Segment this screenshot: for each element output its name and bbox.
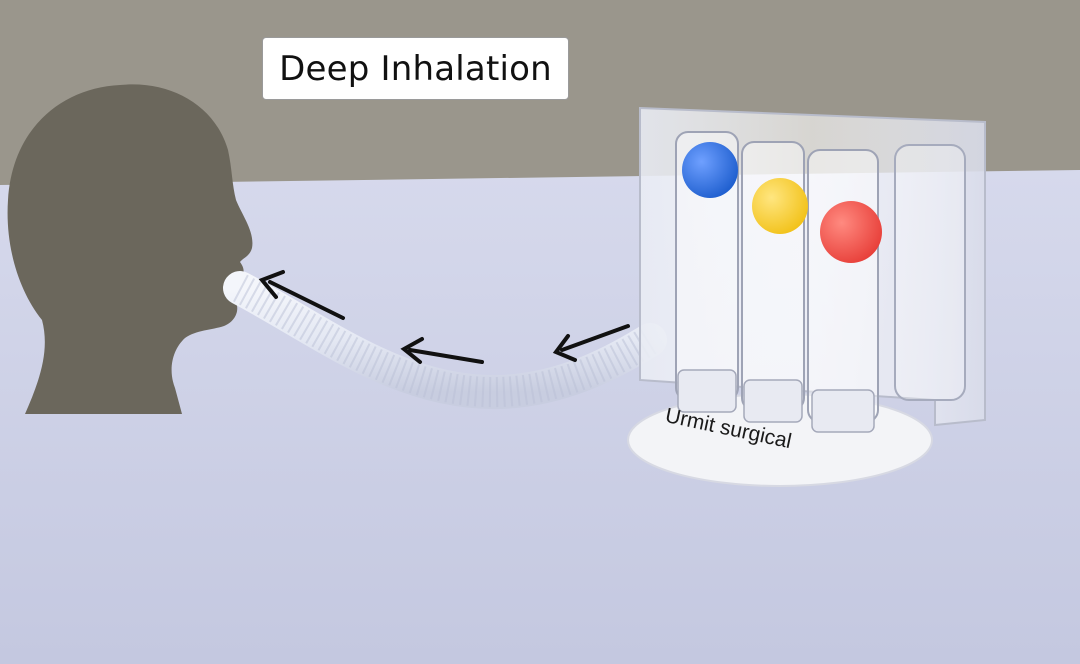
red-ball xyxy=(820,201,882,263)
head-silhouette xyxy=(7,84,253,415)
caption-text: Deep Inhalation xyxy=(279,48,552,89)
arrow-left-icon xyxy=(268,280,345,320)
arrow-left-icon xyxy=(408,348,484,364)
caption-box: Deep Inhalation xyxy=(262,37,569,100)
tube-ridges xyxy=(233,274,658,408)
blue-ball xyxy=(682,142,738,198)
yellow-ball xyxy=(752,178,808,234)
airflow-arrows xyxy=(258,270,630,364)
arrow-left-icon xyxy=(560,324,630,352)
incentive-spirometer xyxy=(639,106,986,433)
